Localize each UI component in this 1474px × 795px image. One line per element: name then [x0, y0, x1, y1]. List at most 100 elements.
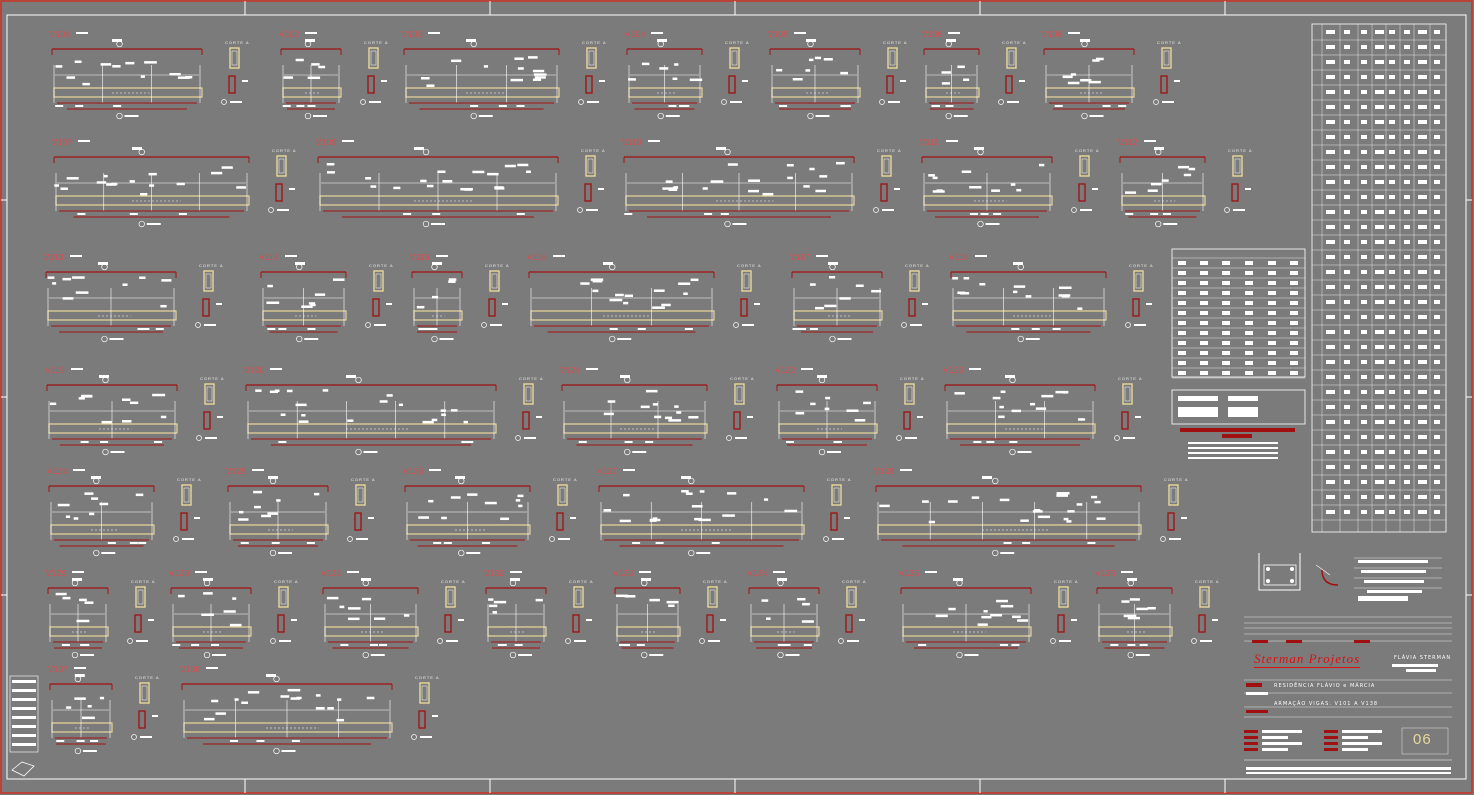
table-cell [1404, 285, 1410, 289]
section-outline [846, 586, 857, 608]
beam-sublabel [801, 368, 813, 370]
annotation [702, 187, 708, 190]
table-cell [1326, 345, 1335, 349]
table-cell [1361, 75, 1367, 79]
summary-cell [1178, 301, 1186, 305]
summary-cell [1178, 261, 1186, 265]
section-label: CORTE A [199, 263, 224, 268]
annotation [322, 389, 329, 392]
annotation [466, 552, 481, 554]
section-stirrup [731, 50, 738, 66]
beam-label: V135 [899, 569, 920, 578]
annotation [840, 71, 849, 75]
bar-mark [956, 651, 963, 659]
table-cell [1326, 45, 1335, 49]
annotation [833, 441, 842, 443]
table-cell [1375, 450, 1384, 454]
beam-v130 [170, 578, 297, 659]
table-cell [1344, 75, 1350, 79]
annotation [129, 401, 139, 405]
table-cell [1389, 45, 1395, 49]
beam-label: V114 [259, 253, 280, 262]
title-block-lines [9, 616, 1452, 777]
summary-cell [1245, 301, 1253, 305]
annotation [786, 163, 794, 167]
section-label: CORTE A [883, 40, 908, 45]
section-outline [276, 155, 287, 177]
beam-body [750, 626, 820, 637]
annotation [1091, 495, 1098, 499]
legend-text [1358, 560, 1428, 563]
annotation [827, 451, 841, 453]
annotation [368, 517, 374, 519]
summary-cell [1178, 351, 1186, 355]
totals-cell [1228, 396, 1258, 401]
table-cell [1375, 210, 1384, 214]
annotation [140, 736, 152, 738]
beam-sublabel [623, 469, 635, 471]
annotation [149, 184, 155, 187]
annotation [418, 516, 430, 519]
annotation [1062, 391, 1068, 394]
table-cell [1326, 180, 1335, 184]
annotation [882, 209, 894, 211]
section-rebar [354, 512, 362, 531]
section-rebar [1198, 614, 1206, 633]
annotation [795, 411, 805, 415]
annotation [922, 303, 928, 305]
annotation [900, 80, 906, 82]
bar-mark [777, 579, 784, 587]
title-text [1342, 730, 1382, 733]
bar-mark [724, 220, 731, 228]
section-outline [586, 47, 597, 69]
table-cell [1326, 75, 1335, 79]
section-label: CORTE A [131, 579, 156, 584]
table-cell [1418, 390, 1427, 394]
beam-body [771, 87, 861, 98]
section-outline [909, 270, 920, 292]
table-cell [1375, 360, 1384, 364]
beam-sublabel [1144, 140, 1156, 142]
annotation [683, 292, 688, 295]
annotation [985, 223, 1000, 225]
legend-text [1364, 580, 1424, 583]
annotation [276, 499, 281, 502]
table-cell [1361, 135, 1367, 139]
table-cell [1418, 465, 1427, 469]
section-stirrup [137, 589, 144, 605]
beam-label: V132 [484, 569, 505, 578]
annotation [421, 328, 430, 330]
annotation [129, 542, 138, 544]
beam-label: V134 [747, 569, 768, 578]
summary-cell [1245, 271, 1253, 275]
annotation [386, 303, 392, 305]
table-cell [1404, 495, 1410, 499]
table-cell [1361, 435, 1367, 439]
annotation [1080, 78, 1092, 82]
summary-border [1171, 248, 1306, 378]
totals-cell [1228, 407, 1258, 417]
annotation [628, 78, 636, 81]
annotation [603, 262, 613, 265]
annotation [1181, 517, 1187, 519]
annotation [620, 375, 630, 378]
beam-sublabel [270, 368, 282, 370]
table-cell [1375, 150, 1384, 154]
annotation [483, 65, 489, 68]
summary-cell [1200, 321, 1208, 325]
table-cell [1375, 120, 1384, 124]
section-outline [355, 484, 366, 506]
annotation [494, 187, 505, 190]
annotation [609, 328, 618, 330]
annotation [1095, 57, 1104, 61]
annotation [615, 293, 624, 297]
annotation [598, 188, 604, 190]
annotation [271, 542, 280, 544]
annotation [201, 613, 214, 616]
section-outline [557, 484, 568, 506]
beam-body [406, 524, 531, 535]
bar-mark [1160, 536, 1166, 542]
section-rebar [134, 614, 142, 633]
section-rebar [372, 298, 380, 317]
